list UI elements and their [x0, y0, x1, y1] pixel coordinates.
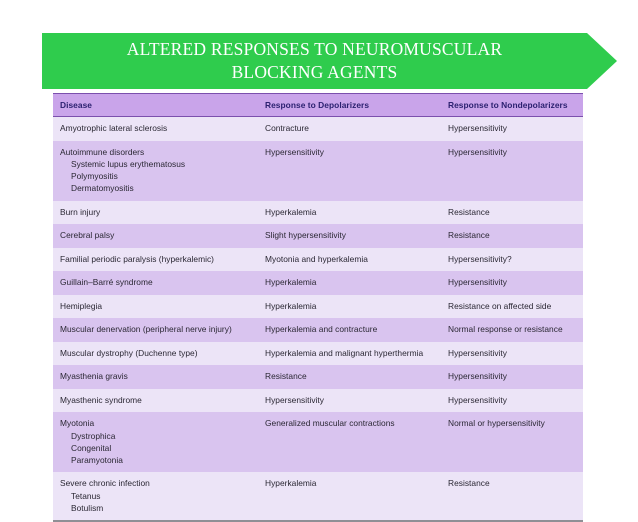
cell-response-depolarizers: Hyperkalemia	[258, 271, 441, 295]
disease-subtype-item: Polymyositis	[71, 171, 118, 182]
cell-disease: Guillain–Barré syndrome	[53, 271, 258, 295]
disease-name: Muscular denervation (peripheral nerve i…	[60, 324, 232, 335]
table-row: Muscular dystrophy (Duchenne type) Hyperk…	[53, 341, 583, 366]
disease-name: Cerebral palsy	[60, 230, 115, 241]
table-header: Disease Response to Depolarizers Respons…	[53, 93, 583, 117]
cell-response-nondepolarizers: Normal or hypersensitivity	[441, 412, 583, 473]
cell-response-nondepolarizers: Hypersensitivity	[441, 140, 583, 201]
cell-response-nondepolarizers: Resistance on affected side	[441, 294, 583, 319]
cell-disease: Familial periodic paralysis (hyperkalemi…	[53, 247, 258, 272]
cell-response-depolarizers: Slight hypersensitivity	[258, 224, 441, 248]
disease-subtype-item: Systemic lupus erythematosus	[71, 159, 186, 169]
banner-title-text: ALTERED RESPONSES TO NEUROMUSCULAR BLOCK…	[42, 33, 587, 89]
banner-title-line-2: BLOCKING AGENTS	[231, 62, 398, 82]
cell-response-nondepolarizers: Hypersensitivity	[441, 341, 583, 366]
cell-response-nondepolarizers: Resistance	[441, 200, 583, 225]
cell-response-nondepolarizers: Resistance	[441, 224, 583, 248]
nmba-altered-response-table: Disease Response to Depolarizers Respons…	[53, 93, 583, 522]
cell-disease: Amyotrophic lateral sclerosis	[53, 116, 258, 141]
disease-name: Guillain–Barré syndrome	[60, 277, 153, 288]
cell-response-depolarizers: Hyperkalemia	[258, 472, 441, 522]
cell-disease: Muscular dystrophy (Duchenne type)	[53, 341, 258, 366]
cell-response-nondepolarizers: Resistance	[441, 472, 583, 522]
disease-name: Burn injury	[60, 206, 101, 217]
disease-name: Muscular dystrophy (Duchenne type)	[60, 347, 198, 358]
cell-response-depolarizers: Hypersensitivity	[258, 388, 441, 413]
cell-response-depolarizers: Hypersensitivity	[258, 140, 441, 201]
cell-response-nondepolarizers: Normal response or resistance	[441, 318, 583, 342]
cell-response-depolarizers: Contracture	[258, 116, 441, 141]
column-header-nondepolarizers: Response to Nondepolarizers	[441, 93, 583, 117]
disease-subtype-item: Tetanus	[71, 490, 101, 501]
column-header-depolarizers: Response to Depolarizers	[258, 93, 441, 117]
disease-name: Myotonia	[60, 418, 95, 429]
slide-title-banner: ALTERED RESPONSES TO NEUROMUSCULAR BLOCK…	[42, 33, 617, 89]
cell-response-nondepolarizers: Hypersensitivity	[441, 365, 583, 389]
cell-response-depolarizers: Hyperkalemia and contracture	[258, 318, 441, 342]
disease-subtype-item: Paramyotonia	[71, 455, 123, 466]
cell-response-nondepolarizers: Hypersensitivity	[441, 271, 583, 295]
cell-disease: Muscular denervation (peripheral nerve i…	[53, 318, 258, 342]
cell-response-depolarizers: Resistance	[258, 365, 441, 389]
cell-response-depolarizers: Generalized muscular contractions	[258, 412, 441, 473]
disease-subtype-item: Dystrophica	[71, 430, 116, 441]
disease-subtype-item: Botulism	[71, 502, 104, 513]
table-header-row: Disease Response to Depolarizers Respons…	[53, 93, 583, 117]
table-body: Amyotrophic lateral sclerosis Contracture…	[53, 116, 583, 522]
disease-name: Severe chronic infection	[60, 478, 150, 489]
data-table: Disease Response to Depolarizers Respons…	[53, 93, 583, 522]
cell-response-depolarizers: Hyperkalemia and malignant hyperthermia	[258, 341, 441, 366]
cell-response-depolarizers: Hyperkalemia	[258, 200, 441, 225]
cell-response-depolarizers: Myotonia and hyperkalemia	[258, 247, 441, 272]
disease-subtype-item: Dermatomyositis	[71, 183, 134, 194]
cell-disease: Myasthenic syndrome	[53, 388, 258, 413]
cell-response-nondepolarizers: Hypersensitivity	[441, 116, 583, 141]
cell-disease: Myasthenia gravis	[53, 365, 258, 389]
table-row: Amyotrophic lateral sclerosis Contracture…	[53, 116, 583, 141]
disease-name: Familial periodic paralysis (hyperkalemi…	[60, 253, 214, 264]
disease-name: Amyotrophic lateral sclerosis	[60, 123, 168, 133]
disease-name: Myasthenia gravis	[60, 371, 128, 382]
disease-name: Myasthenic syndrome	[60, 394, 142, 405]
table-row: Familial periodic paralysis (hyperkalemi…	[53, 247, 583, 272]
cell-response-nondepolarizers: Hypersensitivity?	[441, 247, 583, 272]
cell-response-nondepolarizers: Hypersensitivity	[441, 388, 583, 413]
banner-arrow-shape	[42, 33, 617, 89]
column-header-disease: Disease	[53, 93, 258, 117]
disease-name: Autoimmune disorders	[60, 146, 145, 157]
disease-subtype-item: Congenital	[71, 442, 112, 453]
cell-disease: Burn injury	[53, 200, 258, 225]
cell-disease: Hemiplegia	[53, 294, 258, 319]
cell-response-depolarizers: Hyperkalemia	[258, 294, 441, 319]
cell-disease: Cerebral palsy	[53, 224, 258, 248]
disease-name: Hemiplegia	[60, 300, 103, 311]
table-row: Muscular denervation (peripheral nerve i…	[53, 318, 583, 342]
banner-title-line-1: ALTERED RESPONSES TO NEUROMUSCULAR	[126, 39, 503, 59]
